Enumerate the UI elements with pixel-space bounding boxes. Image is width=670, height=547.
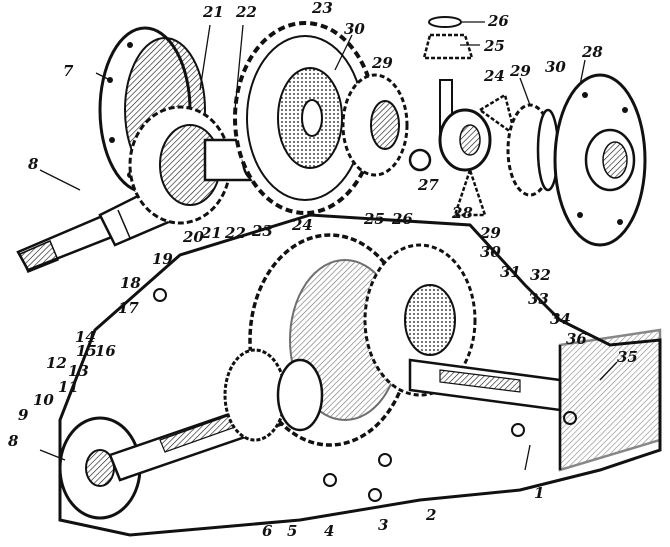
part-label-30c: 30 <box>480 243 501 261</box>
part-label-12: 12 <box>46 354 67 372</box>
exploded-view <box>16 16 647 273</box>
part-label-28b: 28 <box>452 204 473 222</box>
part-label-17: 17 <box>118 299 139 317</box>
part-label-24b: 24 <box>292 216 313 234</box>
ring-gear-23 <box>233 21 377 215</box>
part-label-14: 14 <box>75 328 96 346</box>
part-label-26b: 26 <box>392 210 413 228</box>
part-label-35: 35 <box>617 348 638 366</box>
part-label-29-right: 29 <box>510 62 531 80</box>
part-label-33: 33 <box>528 290 549 308</box>
part-label-27: 27 <box>418 176 439 194</box>
part-label-5: 5 <box>287 522 298 540</box>
flange-28 <box>553 73 647 247</box>
leader-lines <box>39 21 618 471</box>
part-label-22: 22 <box>236 3 257 21</box>
part-label-19: 19 <box>152 250 173 268</box>
part-label-15: 15 <box>76 342 97 360</box>
part-label-11: 11 <box>58 378 79 396</box>
diff-cross-24 <box>408 79 518 217</box>
part-label-23: 23 <box>312 0 333 17</box>
assembled-view <box>58 213 662 537</box>
part-label-29c: 29 <box>480 224 501 242</box>
part-label-21b: 21 <box>201 224 222 242</box>
gear-25-26 <box>422 16 474 60</box>
side-gear-29 <box>341 73 409 177</box>
part-label-16: 16 <box>95 342 116 360</box>
part-label-13: 13 <box>68 362 89 380</box>
part-label-23b: 23 <box>252 222 273 240</box>
part-label-18: 18 <box>120 274 141 292</box>
part-label-8b: 8 <box>8 432 19 450</box>
part-label-20: 20 <box>183 228 204 246</box>
side-gear-29-right <box>506 103 560 197</box>
part-label-32: 32 <box>530 266 551 284</box>
part-label-25b: 25 <box>364 210 385 228</box>
part-label-1: 1 <box>534 484 545 502</box>
part-label-10: 10 <box>33 391 54 409</box>
part-label-4: 4 <box>324 522 335 540</box>
part-label-31: 31 <box>500 263 521 281</box>
part-label-30-right: 30 <box>545 58 566 76</box>
part-label-9: 9 <box>18 406 29 424</box>
part-label-24: 24 <box>484 67 505 85</box>
part-label-8: 8 <box>28 155 39 173</box>
part-label-3: 3 <box>378 516 389 534</box>
part-label-30: 30 <box>344 20 365 38</box>
part-label-34: 34 <box>550 310 571 328</box>
part-label-2: 2 <box>426 506 437 524</box>
part-label-22b: 22 <box>225 224 246 242</box>
part-label-7: 7 <box>63 62 74 80</box>
part-label-25: 25 <box>484 37 505 55</box>
part-label-6: 6 <box>262 522 273 540</box>
part-label-21: 21 <box>203 3 224 21</box>
part-label-28: 28 <box>582 43 603 61</box>
part-label-36: 36 <box>566 330 587 348</box>
part-label-29: 29 <box>372 54 393 72</box>
part-label-26: 26 <box>488 12 509 30</box>
